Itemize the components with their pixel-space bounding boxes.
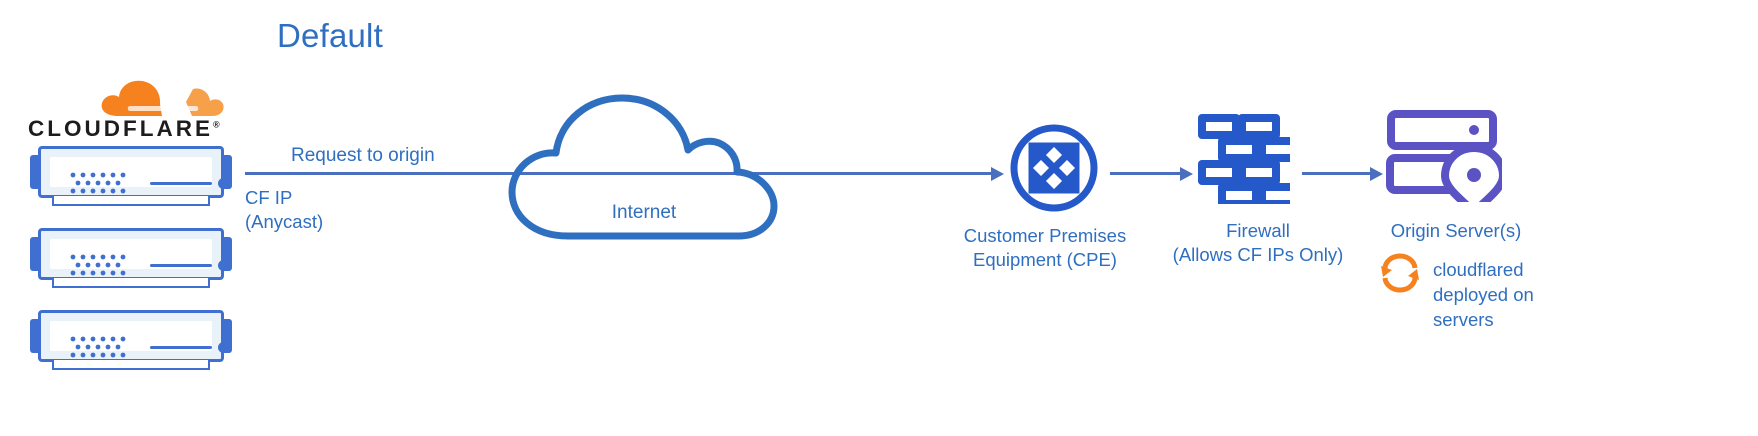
server-rack-icon-3 (30, 310, 232, 372)
server-base (52, 196, 210, 206)
request-flow-line (245, 172, 993, 175)
origin-server-location-icon (1386, 110, 1502, 202)
cloudflared-label: cloudflared deployed on servers (1433, 259, 1534, 330)
server-vent-dots (70, 254, 126, 276)
server-rack-icon-1 (30, 146, 232, 208)
server-led-icon (218, 342, 229, 353)
cpe-to-firewall-arrowhead (1180, 167, 1193, 181)
firewall-to-origin-arrowhead (1370, 167, 1383, 181)
server-status-line (150, 346, 212, 349)
request-flow-arrowhead (991, 167, 1004, 181)
cf-ip-label: CF IP (Anycast) (245, 187, 324, 232)
cpe-to-firewall-line (1110, 172, 1182, 175)
server-led-icon (218, 178, 229, 189)
firewall-to-origin-line (1302, 172, 1372, 175)
internet-cloud-icon (508, 94, 778, 240)
server-body (38, 228, 229, 280)
origin-server-label: Origin Server(s) (1390, 220, 1522, 241)
server-vent-dots (70, 336, 126, 358)
internet-label: Internet (611, 202, 677, 223)
server-body (38, 146, 229, 198)
cloudflare-wordmark: CLOUDFLARE® (28, 116, 220, 141)
page-title: Default (277, 17, 383, 54)
server-body (38, 310, 229, 362)
server-face (50, 239, 229, 276)
server-face (50, 157, 229, 194)
request-to-origin-label: Request to origin (291, 145, 435, 166)
brick-wall-icon (1198, 114, 1290, 204)
cloudflare-logo: CLOUDFLARE® (28, 80, 236, 144)
cpe-label: Customer Premises Equipment (CPE) (963, 225, 1127, 270)
server-rack-icon-2 (30, 228, 232, 290)
sync-arrows-icon (1381, 253, 1419, 293)
server-led-icon (218, 260, 229, 271)
cloudflare-cloud-icon (101, 80, 224, 116)
firewall-label: Firewall (Allows CF IPs Only) (1172, 220, 1344, 265)
server-vent-dots (70, 172, 126, 194)
router-diverging-arrows-icon (1010, 124, 1098, 212)
server-status-line (150, 264, 212, 267)
server-face (50, 321, 229, 358)
server-base (52, 360, 210, 370)
server-base (52, 278, 210, 288)
server-status-line (150, 182, 212, 185)
